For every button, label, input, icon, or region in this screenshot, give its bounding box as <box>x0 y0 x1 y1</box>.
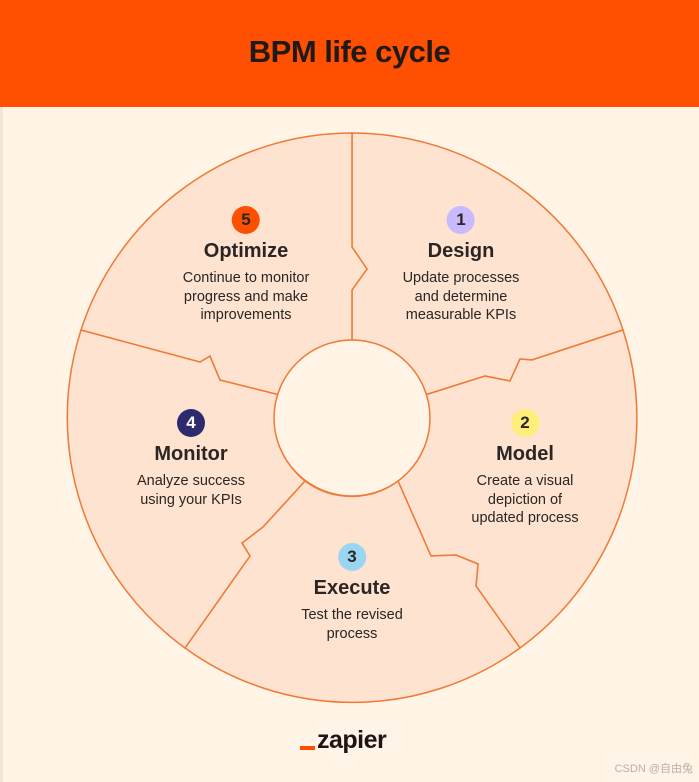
header-banner: BPM life cycle <box>0 0 699 107</box>
step-number-badge: 3 <box>338 543 366 571</box>
left-edge-strip <box>0 107 3 782</box>
brand-text: zapier <box>317 726 387 754</box>
step-number-badge: 4 <box>177 409 205 437</box>
step-description: Create a visual depiction of updated pro… <box>471 473 579 526</box>
watermark: CSDN @自由兔 <box>614 763 693 775</box>
step-monitor: 4 Monitor Analyze success using your KPI… <box>137 409 245 509</box>
step-optimize: 5 Optimize Continue to monitor progress … <box>182 206 310 325</box>
step-title: Monitor <box>154 443 228 465</box>
step-description: Update processes and determine measurabl… <box>402 270 520 323</box>
step-title: Optimize <box>203 240 289 262</box>
step-title: Execute <box>313 577 391 599</box>
page-title: BPM life cycle <box>248 33 451 69</box>
step-title: Design <box>427 240 495 262</box>
zapier-logo: zapier <box>300 726 387 755</box>
step-description: Analyze success using your KPIs <box>137 473 245 508</box>
center-hub <box>273 339 431 497</box>
step-title: Model <box>496 443 554 465</box>
step-description: Continue to monitor progress and make im… <box>182 270 310 323</box>
step-execute: 3 Execute Test the revised process <box>301 543 403 643</box>
step-number-badge: 2 <box>511 409 539 437</box>
step-description: Test the revised process <box>301 607 403 642</box>
logo-dash-mark <box>300 746 315 750</box>
step-design: 1 Design Update processes and determine … <box>402 206 520 325</box>
step-number-badge: 5 <box>231 206 260 234</box>
step-model: 2 Model Create a visual depiction of upd… <box>471 409 579 528</box>
step-number-badge: 1 <box>447 206 475 234</box>
